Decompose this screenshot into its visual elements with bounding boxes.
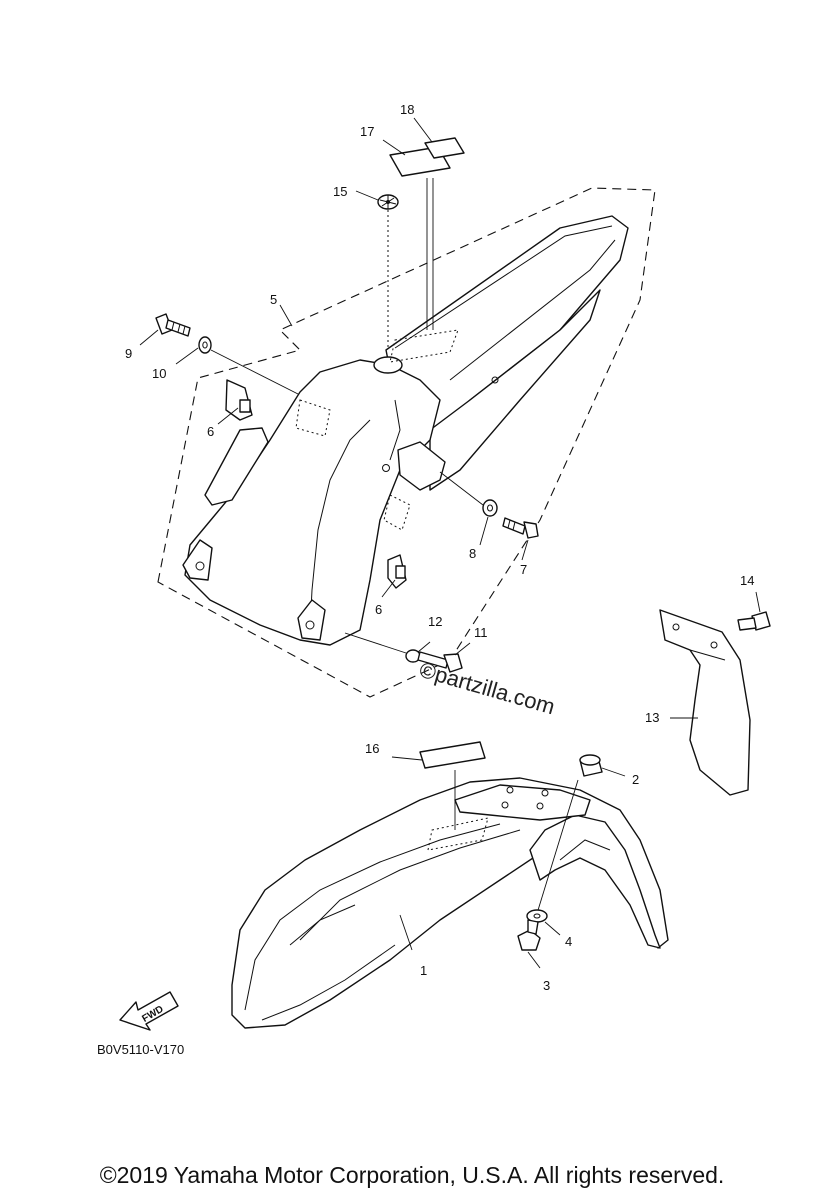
copyright-notice: ©2019 Yamaha Motor Corporation, U.S.A. A… <box>99 1162 725 1188</box>
callout-16: 16 <box>365 741 379 756</box>
bolt-3 <box>517 919 541 951</box>
front-fender <box>231 777 669 1029</box>
callout-13: 13 <box>645 710 659 725</box>
bolt-11 <box>417 651 463 673</box>
screw-14 <box>737 611 771 631</box>
callout-1: 1 <box>420 963 427 978</box>
callout-15: 15 <box>333 184 347 199</box>
callout-14: 14 <box>740 573 754 588</box>
callout-7: 7 <box>520 562 527 577</box>
callout-9: 9 <box>125 346 132 361</box>
nut-clip-6-upper <box>225 379 253 421</box>
watermark-text: ©partzilla.com <box>417 657 558 720</box>
grommet-15 <box>377 194 399 210</box>
cover-13 <box>659 609 751 796</box>
bolt-9 <box>155 313 191 337</box>
callout-18: 18 <box>400 102 414 117</box>
callout-8: 8 <box>469 546 476 561</box>
label-18 <box>424 137 465 159</box>
label-16 <box>419 741 486 769</box>
callout-5: 5 <box>270 292 277 307</box>
rear-fender <box>182 215 629 646</box>
callout-11: 11 <box>474 625 488 640</box>
nut-clip-6-lower <box>387 554 407 589</box>
fwd-arrow-icon: FWD <box>119 991 179 1031</box>
callout-10: 10 <box>152 366 166 381</box>
callout-6-upper: 6 <box>207 424 214 439</box>
bolt-7 <box>502 517 539 539</box>
diagram-code: B0V5110-V170 <box>97 1042 184 1057</box>
washer-8 <box>482 499 498 517</box>
callout-numbers: 1 2 3 4 5 6 6 7 8 9 10 11 12 13 14 15 16… <box>125 102 754 993</box>
washer-10 <box>198 336 212 354</box>
callout-4: 4 <box>565 934 572 949</box>
callout-6-lower: 6 <box>375 602 382 617</box>
collar-2 <box>579 754 603 777</box>
callout-17: 17 <box>360 124 374 139</box>
callout-12: 12 <box>428 614 442 629</box>
callout-3: 3 <box>543 978 550 993</box>
rear-fender-assembly-dashed-outline <box>157 187 656 698</box>
callout-2: 2 <box>632 772 639 787</box>
callout-leaders <box>139 117 761 969</box>
